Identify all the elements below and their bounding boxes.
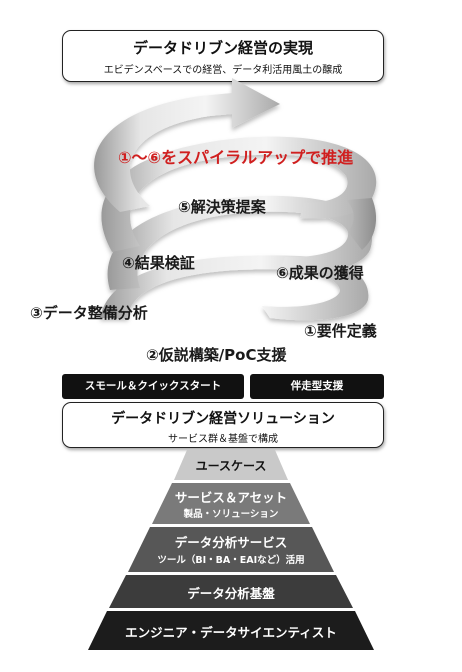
step-3-label: ③データ整備分析 (30, 304, 148, 322)
spiral-back (346, 198, 377, 250)
accompany-support-badge: 伴走型支援 (250, 374, 384, 399)
goal-box: データドリブン経営の実現 エビデンスベースでの経営、データ利活用風土の醸成 (62, 30, 384, 82)
pyramid-tier-2-sublabel: 製品・ソリューション (183, 509, 279, 520)
step-2-label: ②仮説構築/PoC支援 (146, 346, 287, 364)
pyramid-tier-2-shape (152, 483, 310, 524)
pyramid-tier-3-shape (128, 527, 334, 572)
pyramid-tier-3-label: データ分析サービス (174, 535, 288, 550)
solution-subtitle: サービス群＆基盤で構成 (168, 434, 278, 445)
spiral-top-band (94, 78, 280, 212)
step-5-label: ⑤解決策提案 (178, 198, 266, 216)
spiral-loop-high (101, 136, 377, 252)
spiral-main-label: ①～⑥をスパイラルアップで推進 (118, 148, 354, 167)
pyramid-tier-5-label: エンジニア・データサイエンティスト (125, 625, 337, 640)
pyramid-tier-1-shape (174, 450, 288, 480)
pyramid-tier-1-label: ユースケース (195, 459, 267, 473)
solution-title: データドリブン経営ソリューション (111, 411, 335, 427)
pyramid-tier-2-label: サービス＆アセット (174, 490, 288, 505)
goal-subtitle: エビデンスベースでの経営、データ利活用風土の醸成 (103, 65, 343, 76)
pyramid-tier-5-shape (88, 611, 374, 650)
pyramid-tier-4-label: データ分析基盤 (187, 586, 275, 601)
spiral-loop-mid (107, 195, 373, 290)
step-1-label: ①要件定義 (304, 322, 377, 340)
solution-box: データドリブン経営ソリューション サービス群＆基盤で構成 (62, 402, 384, 448)
pyramid-tier-4-shape (109, 575, 353, 608)
step-6-label: ⑥成果の獲得 (276, 264, 364, 282)
pyramid-tier-3-sublabel: ツール（BI・BA・EAIなど）活用 (157, 555, 305, 566)
goal-title: データドリブン経営の実現 (132, 39, 313, 57)
step-4-label: ④結果検証 (122, 254, 195, 272)
quick-start-badge: スモール＆クイックスタート (62, 374, 244, 399)
spiral-loop-low (100, 255, 369, 321)
